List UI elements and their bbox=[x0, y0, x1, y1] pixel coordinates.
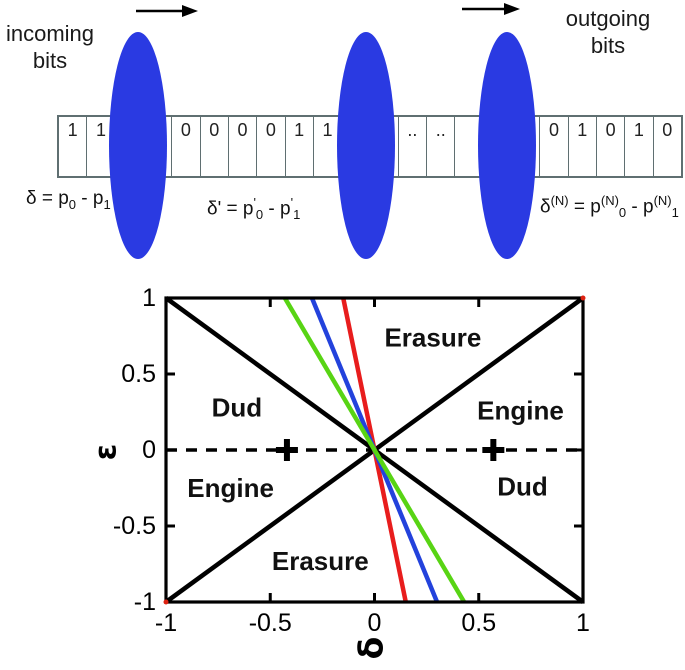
formula-sub: 0 bbox=[618, 205, 627, 221]
formula-part: = p bbox=[568, 196, 601, 218]
incoming-bits-line1: incoming bbox=[5, 21, 95, 46]
formula-sup: (N) bbox=[600, 193, 619, 208]
tape-cell bbox=[454, 117, 482, 176]
x-axis-label: δ bbox=[352, 637, 391, 660]
formula-sup: ' bbox=[253, 195, 256, 210]
formula-part: δ bbox=[540, 196, 551, 218]
formula-sub: 0 bbox=[68, 196, 77, 212]
tape-cell: 1 bbox=[624, 117, 652, 176]
region-label-engine: Engine bbox=[187, 473, 274, 503]
delta-formula-prime: δ' = p'0 - p'1 bbox=[207, 195, 300, 222]
tape-cell: 1 bbox=[567, 117, 596, 176]
lens-ellipse-3 bbox=[478, 32, 536, 259]
dot-marker bbox=[163, 599, 169, 605]
tape-cell: 0 bbox=[595, 117, 624, 176]
y-axis-label: ε bbox=[89, 444, 124, 461]
lens-ellipse-2 bbox=[337, 32, 395, 259]
tape-cell: 0 bbox=[199, 117, 228, 176]
formula-sub: 1 bbox=[103, 196, 111, 212]
formula-part: δ' = p bbox=[207, 198, 254, 220]
x-tick-label: 1 bbox=[576, 609, 590, 637]
formula-part: - p bbox=[626, 196, 654, 218]
region-label-dud: Dud bbox=[212, 392, 263, 422]
lens-ellipse-1 bbox=[109, 32, 167, 259]
formula-sub: 1 bbox=[293, 207, 301, 223]
y-tick-label: 1 bbox=[142, 284, 156, 312]
y-tick-label: -0.5 bbox=[113, 512, 156, 540]
tape-cell: 0 bbox=[256, 117, 284, 176]
region-label-erasure: Erasure bbox=[384, 323, 481, 353]
dot-marker bbox=[580, 295, 586, 301]
tape-cell: 0 bbox=[227, 117, 256, 176]
formula-sub: 0 bbox=[255, 207, 264, 223]
formula-sub: 1 bbox=[671, 205, 679, 221]
y-tick-label: -1 bbox=[134, 588, 156, 616]
incoming-bits-line2: bits bbox=[32, 48, 68, 73]
formula-part: - p bbox=[263, 198, 291, 220]
flow-arrow-right-icon bbox=[462, 3, 520, 15]
y-tick-label: 0 bbox=[142, 436, 156, 464]
outgoing-bits-line1: outgoing bbox=[565, 6, 651, 31]
y-tick-label: 0.5 bbox=[121, 360, 156, 388]
region-label-erasure: Erasure bbox=[272, 546, 369, 576]
delta-formula-N: δ(N) = p(N)0 - p(N)1 bbox=[540, 193, 679, 220]
tape-cell: 0 bbox=[171, 117, 199, 176]
formula-part: δ = p bbox=[26, 188, 69, 209]
green-line bbox=[282, 296, 467, 604]
formula-sup: (N) bbox=[550, 193, 569, 208]
x-tick-label: 0 bbox=[368, 609, 382, 637]
tape-cell: .. bbox=[397, 117, 426, 176]
tape-cell: 1 bbox=[86, 117, 114, 176]
tape-cell: 1 bbox=[312, 117, 341, 176]
formula-sup: (N) bbox=[653, 193, 672, 208]
region-label-engine: Engine bbox=[477, 395, 564, 425]
delta-formula-initial: δ = p0 - p1 bbox=[26, 188, 111, 212]
x-tick-label: 0.5 bbox=[461, 609, 496, 637]
tape-cell: .. bbox=[426, 117, 454, 176]
x-tick-label: -1 bbox=[155, 609, 177, 637]
flow-arrow-left-icon bbox=[136, 5, 198, 17]
incoming-bits-label: incoming bits bbox=[0, 20, 100, 74]
x-tick-label: -0.5 bbox=[249, 609, 292, 637]
region-label-dud: Dud bbox=[497, 471, 548, 501]
tape-cell: 1 bbox=[67, 120, 78, 140]
tape-cell: 0 bbox=[652, 117, 681, 176]
tape-cell: 1 bbox=[284, 117, 313, 176]
tape-cell: 0 bbox=[539, 117, 567, 176]
formula-sup: ' bbox=[290, 195, 294, 210]
formula-part: - p bbox=[76, 188, 104, 209]
outgoing-bits-line2: bits bbox=[590, 33, 626, 58]
outgoing-bits-label: outgoing bits bbox=[556, 5, 660, 59]
